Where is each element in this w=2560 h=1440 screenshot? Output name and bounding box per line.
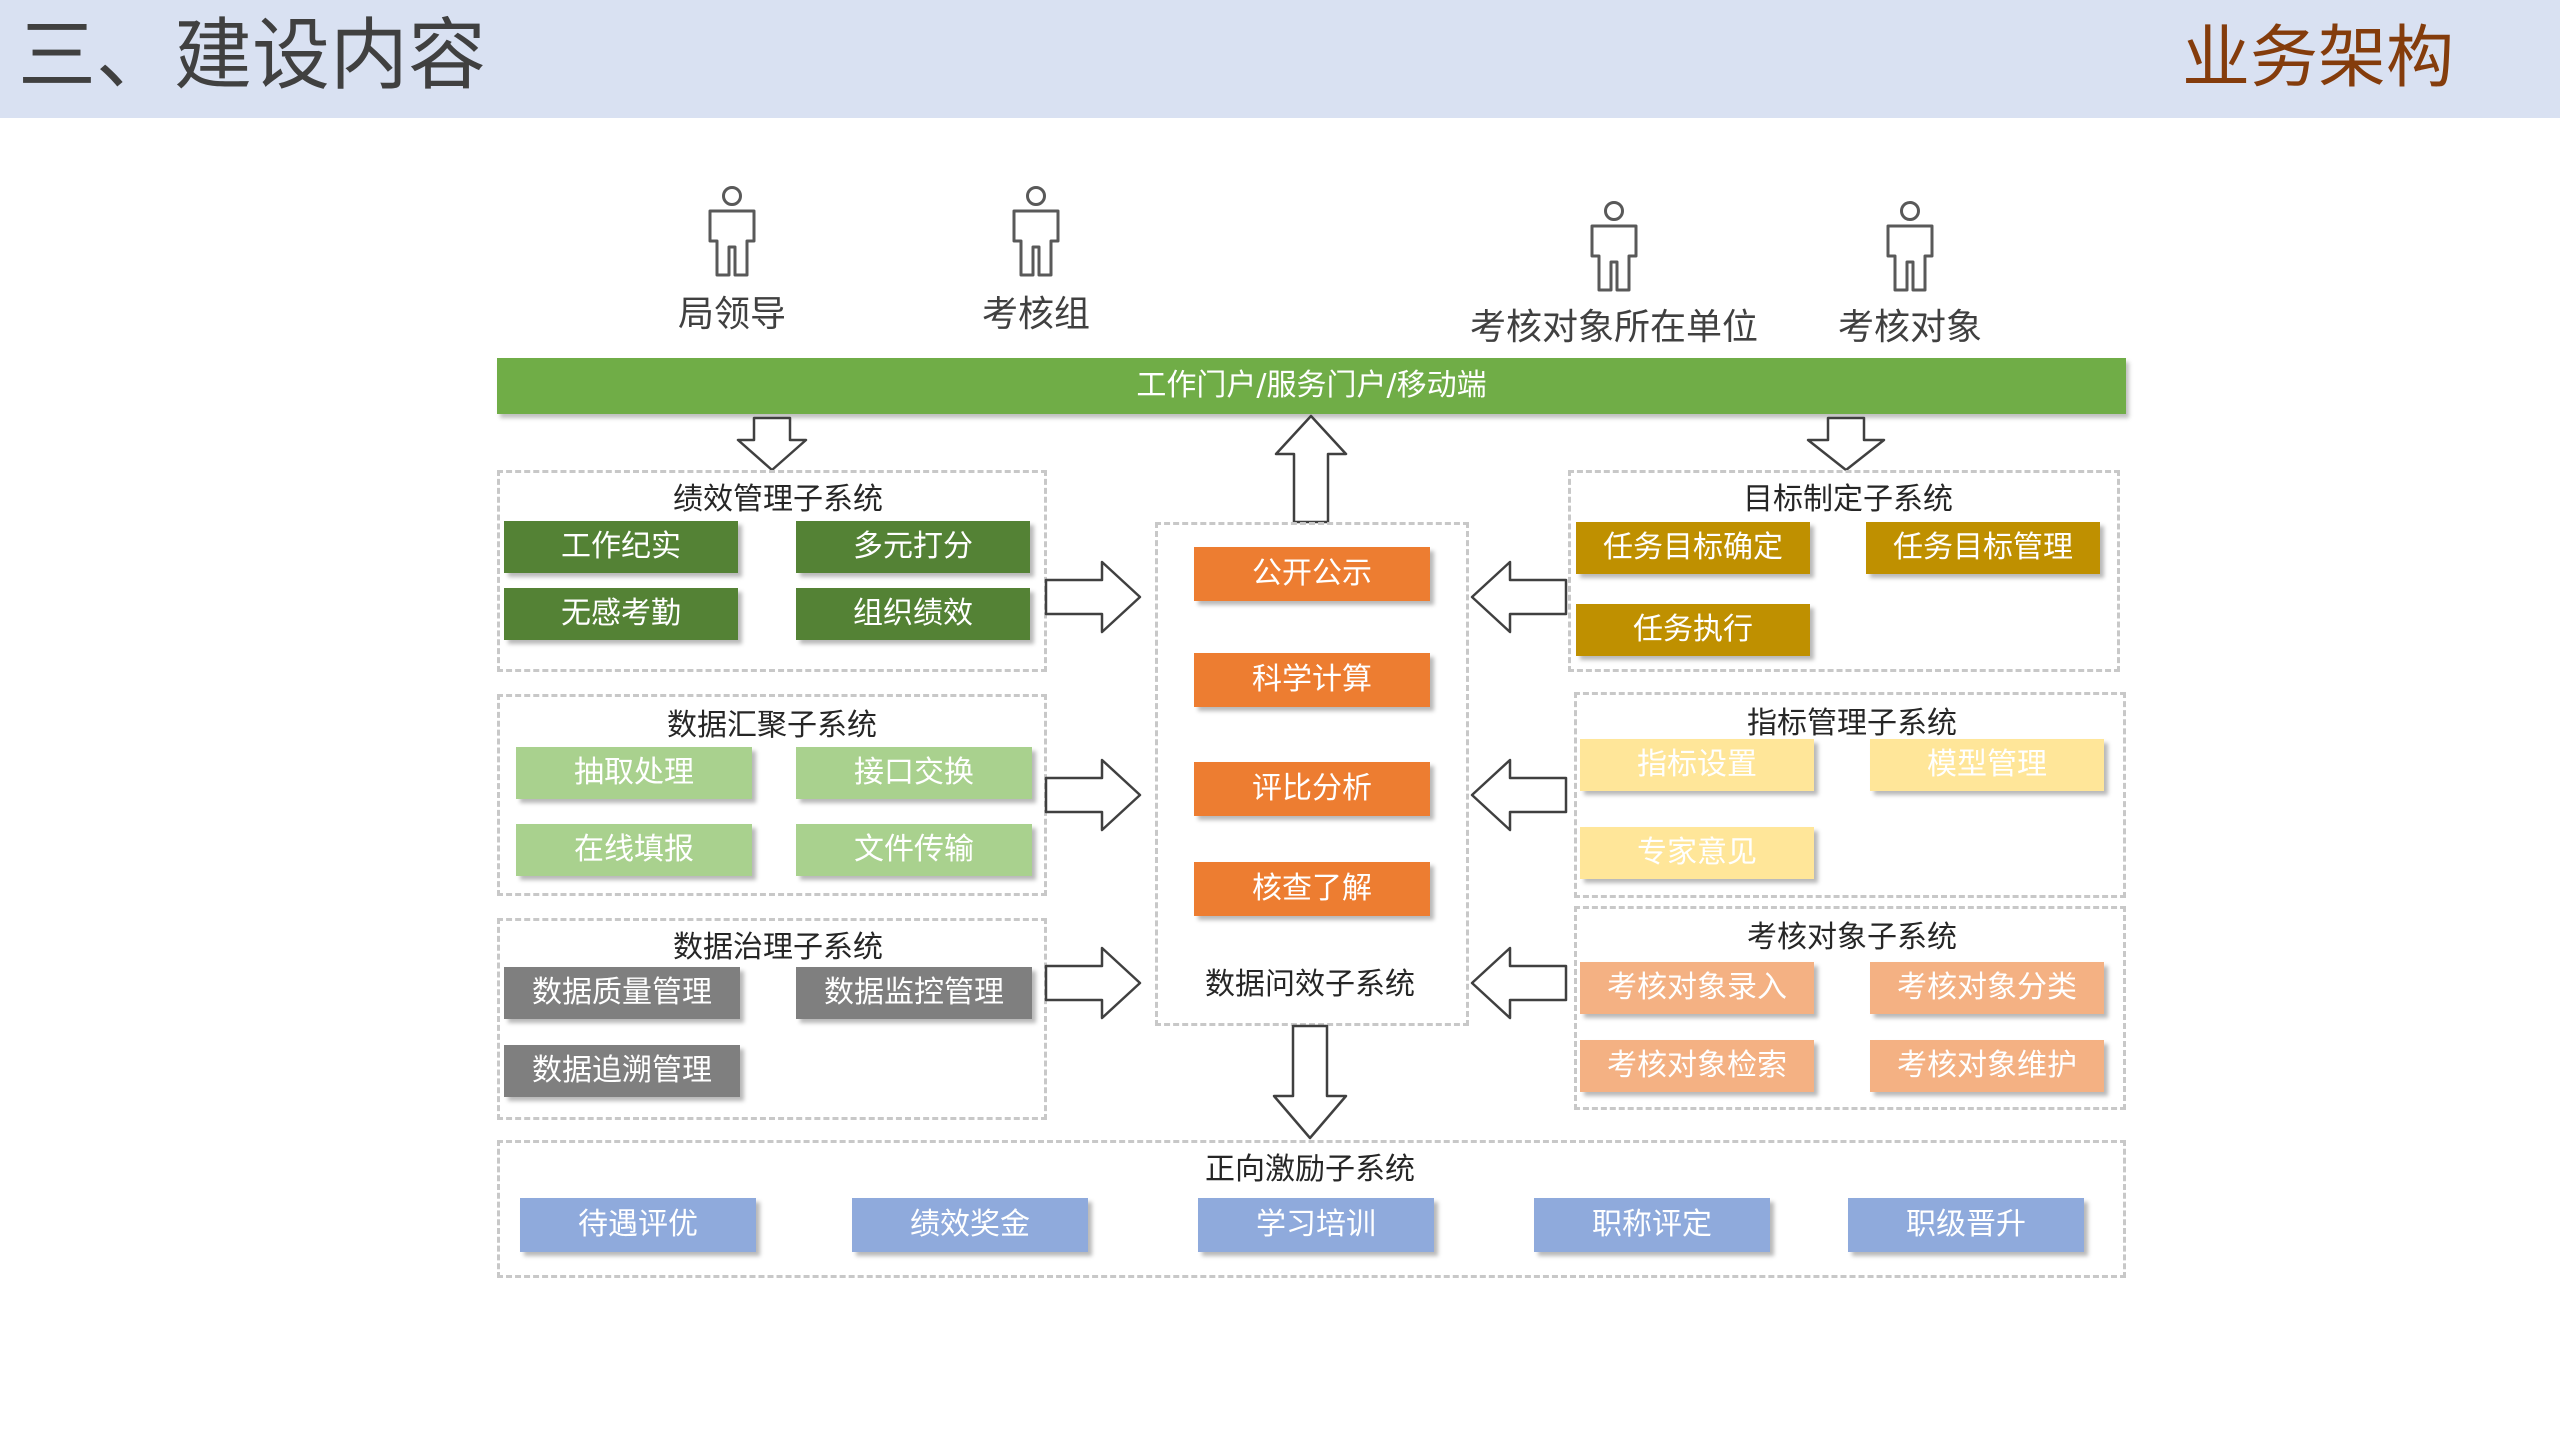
module-box: 模型管理 xyxy=(1870,739,2104,791)
module-box: 文件传输 xyxy=(796,824,1032,876)
left-arrow-indicator-to-inquiry xyxy=(1470,758,1568,832)
module-box: 职称评定 xyxy=(1534,1198,1770,1252)
group-inquiry xyxy=(1155,522,1469,1026)
module-box: 数据监控管理 xyxy=(796,967,1032,1019)
group-governance xyxy=(497,918,1047,1120)
down-arrow-inquiry-to-incentive xyxy=(1272,1024,1348,1140)
arrow-left-icon xyxy=(1470,758,1568,832)
module-box: 任务目标确定 xyxy=(1576,522,1810,574)
arrow-down-icon xyxy=(1806,416,1886,472)
module-box: 职级晋升 xyxy=(1848,1198,2084,1252)
module-box: 多元打分 xyxy=(796,521,1030,573)
module-box: 科学计算 xyxy=(1194,653,1430,707)
group-title: 指标管理子系统 xyxy=(1747,706,1957,741)
module-box: 数据质量管理 xyxy=(504,967,740,1019)
group-incentive xyxy=(497,1140,2126,1278)
module-box: 评比分析 xyxy=(1194,762,1430,816)
group-title: 数据问效子系统 xyxy=(1205,967,1415,1002)
module-box: 考核对象分类 xyxy=(1870,962,2104,1014)
actor-label: 考核对象 xyxy=(1837,307,1983,348)
person-icon xyxy=(1012,186,1060,277)
group-title: 目标制定子系统 xyxy=(1743,482,1953,517)
module-box: 专家意见 xyxy=(1580,827,1814,879)
section-title: 业务架构 xyxy=(2181,19,2454,98)
module-box: 组织绩效 xyxy=(796,588,1030,640)
down-arrow-to-performance xyxy=(736,416,808,472)
person-icon xyxy=(1886,201,1934,292)
module-box: 在线填报 xyxy=(516,824,752,876)
group-title: 考核对象子系统 xyxy=(1747,920,1957,955)
module-box: 考核对象检索 xyxy=(1580,1040,1814,1092)
group-title: 绩效管理子系统 xyxy=(673,482,883,517)
arrow-right-icon xyxy=(1044,758,1142,832)
arrow-left-icon xyxy=(1470,560,1568,634)
module-box: 考核对象维护 xyxy=(1870,1040,2104,1092)
up-arrow-to-portal xyxy=(1274,414,1348,524)
group-indicator xyxy=(1574,692,2126,898)
module-box: 工作纪实 xyxy=(504,521,738,573)
left-arrow-target-to-inquiry xyxy=(1470,560,1568,634)
actor-label: 局领导 xyxy=(677,294,787,335)
module-box: 接口交换 xyxy=(796,747,1032,799)
module-box: 数据追溯管理 xyxy=(504,1045,740,1097)
portal-bar: 工作门户/服务门户/移动端 xyxy=(497,358,2126,414)
module-box: 抽取处理 xyxy=(516,747,752,799)
person-icon xyxy=(708,186,756,277)
right-arrow-aggregation-to-inquiry xyxy=(1044,758,1142,832)
group-title: 数据汇聚子系统 xyxy=(667,708,877,743)
arrow-right-icon xyxy=(1044,560,1142,634)
right-arrow-performance-to-inquiry xyxy=(1044,560,1142,634)
left-arrow-object-to-inquiry xyxy=(1470,946,1568,1020)
page-title: 三、建设内容 xyxy=(18,11,487,101)
group-title: 数据治理子系统 xyxy=(673,930,883,965)
module-box: 无感考勤 xyxy=(504,588,738,640)
down-arrow-to-target xyxy=(1806,416,1886,472)
group-performance xyxy=(497,470,1047,672)
header-bar: 三、建设内容 业务架构 xyxy=(0,0,2560,118)
module-box: 考核对象录入 xyxy=(1580,962,1814,1014)
module-box: 学习培训 xyxy=(1198,1198,1434,1252)
person-icon xyxy=(1590,201,1638,292)
module-box: 任务目标管理 xyxy=(1866,522,2100,574)
actor-label: 考核组 xyxy=(981,294,1091,335)
arrow-left-icon xyxy=(1470,946,1568,1020)
module-box: 指标设置 xyxy=(1580,739,1814,791)
arrow-up-icon xyxy=(1274,414,1348,524)
arrow-down-icon xyxy=(736,416,808,472)
module-box: 公开公示 xyxy=(1194,547,1430,601)
arrow-down-icon xyxy=(1272,1024,1348,1140)
right-arrow-governance-to-inquiry xyxy=(1044,946,1142,1020)
arrow-right-icon xyxy=(1044,946,1142,1020)
group-target xyxy=(1568,470,2120,672)
module-box: 待遇评优 xyxy=(520,1198,756,1252)
actor-label: 考核对象所在单位 xyxy=(1469,307,1759,348)
module-box: 任务执行 xyxy=(1576,604,1810,656)
group-title: 正向激励子系统 xyxy=(1205,1152,1415,1187)
module-box: 绩效奖金 xyxy=(852,1198,1088,1252)
module-box: 核查了解 xyxy=(1194,862,1430,916)
group-object xyxy=(1574,906,2126,1110)
